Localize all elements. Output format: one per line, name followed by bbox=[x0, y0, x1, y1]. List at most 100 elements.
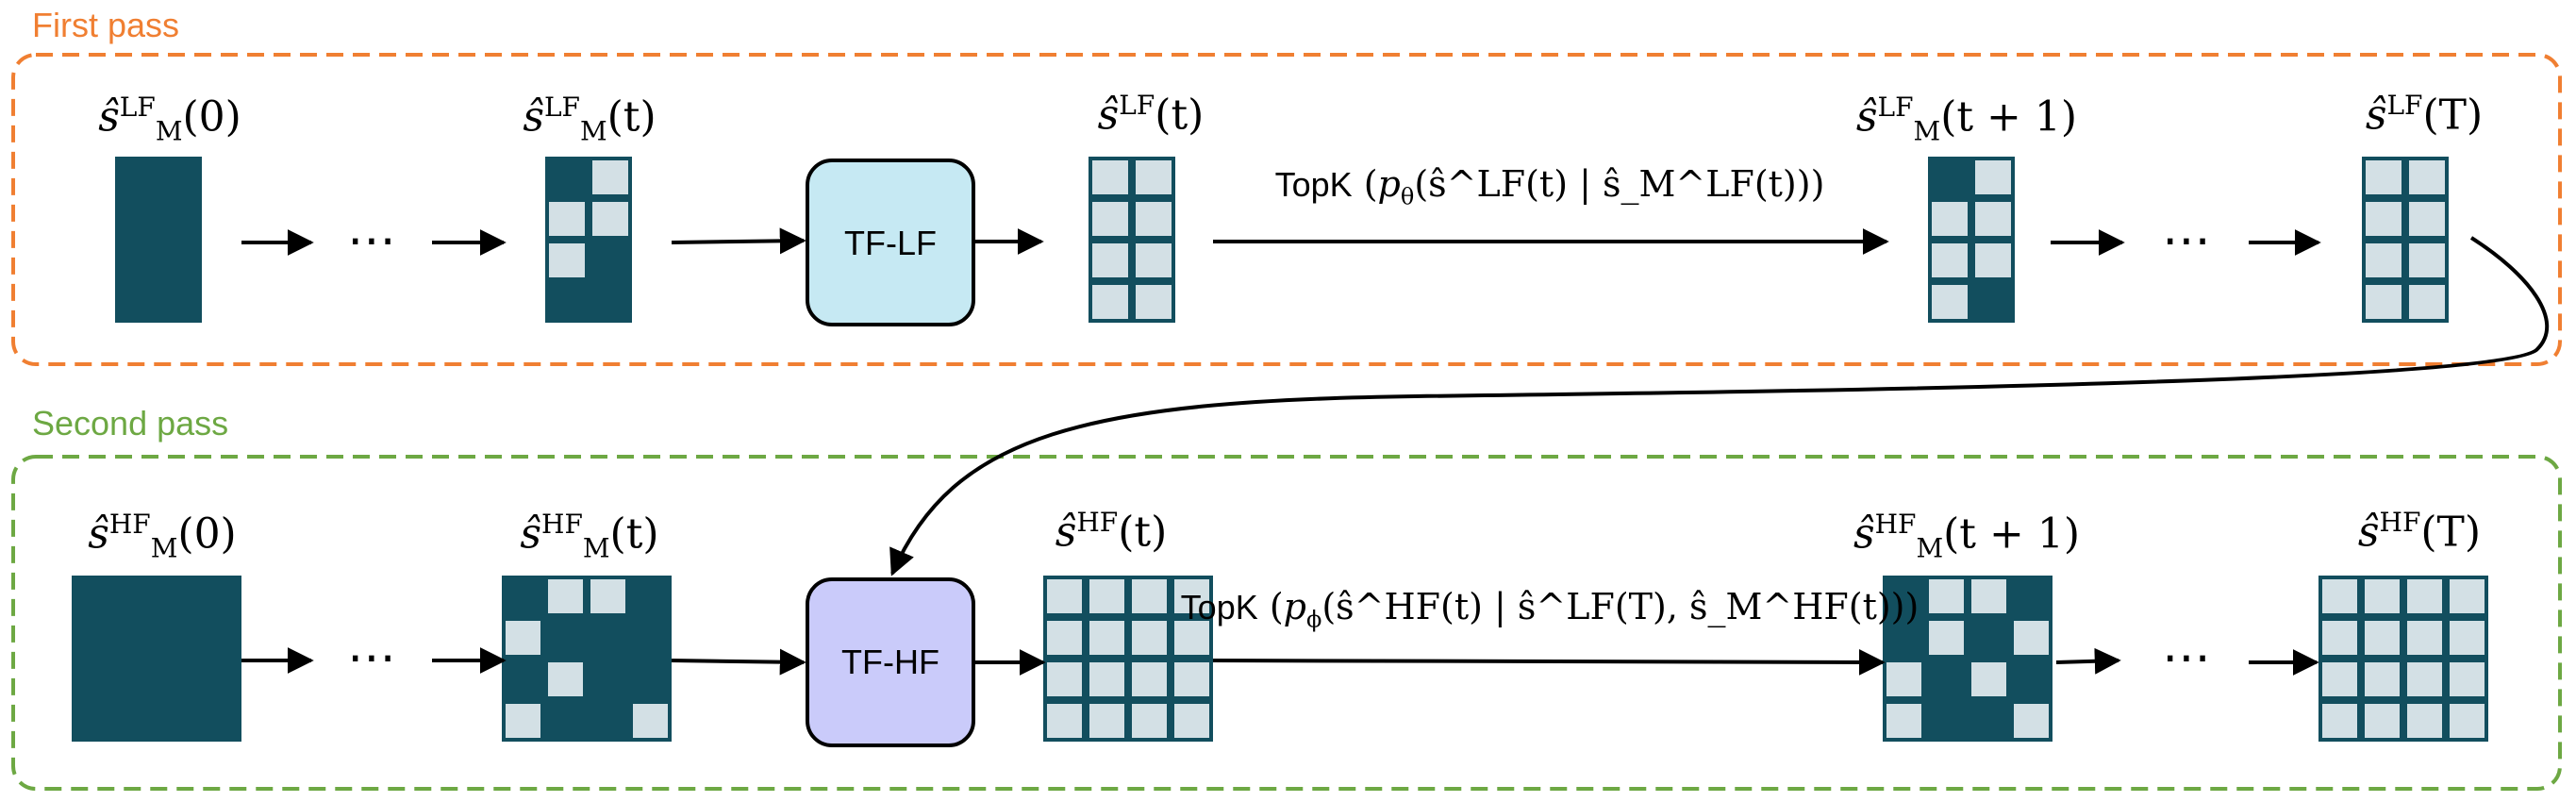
grid-cell-unmasked bbox=[592, 160, 628, 194]
grid-cell-unmasked bbox=[2366, 160, 2401, 194]
label-hf-mask-t1: ŝHFM(t + 1) bbox=[1853, 509, 2080, 564]
grid-cell-unmasked bbox=[2409, 160, 2445, 194]
grid-cell-unmasked bbox=[2322, 621, 2357, 655]
label-hf-pred-t: ŝHF(t) bbox=[1055, 507, 1168, 557]
grid-cell-unmasked bbox=[2365, 662, 2400, 696]
ellipsis-hf-1: ⋯ bbox=[347, 629, 396, 686]
grid-cell-unmasked bbox=[2366, 285, 2401, 319]
grid-cell-unmasked bbox=[1092, 285, 1128, 319]
grid-cell-unmasked bbox=[1975, 202, 2011, 236]
grid-cell-unmasked bbox=[1975, 160, 2011, 194]
lf-predicted-grid-t bbox=[1089, 157, 1175, 323]
grid-cell-unmasked bbox=[1971, 579, 2006, 613]
grid-cell-unmasked bbox=[1092, 160, 1128, 194]
lf-mask-grid-0 bbox=[115, 157, 202, 323]
topk-hf-formula: TopK (pϕ(ŝ^HF(t) | ŝ^LF(T), ŝ_M^HF(t))) bbox=[1180, 586, 1920, 633]
grid-cell-unmasked bbox=[1929, 579, 1964, 613]
grid-cell-unmasked bbox=[1932, 285, 1968, 319]
grid-cell-unmasked bbox=[633, 704, 668, 738]
grid-background bbox=[115, 157, 202, 323]
hf-mask-grid-0 bbox=[72, 576, 241, 742]
ellipsis-hf-2: ⋯ bbox=[2162, 629, 2211, 686]
first-pass-title: First pass bbox=[32, 6, 180, 44]
grid-cell-unmasked bbox=[1047, 579, 1082, 613]
grid-background bbox=[72, 576, 241, 742]
grid-cell-unmasked bbox=[1089, 579, 1124, 613]
grid-cell-unmasked bbox=[2322, 579, 2357, 613]
grid-cell-unmasked bbox=[1047, 621, 1082, 655]
grid-cell-unmasked bbox=[2450, 662, 2485, 696]
label-hf-mask-0: ŝHFM(0) bbox=[88, 509, 237, 564]
grid-cell-unmasked bbox=[1132, 621, 1167, 655]
grid-cell-unmasked bbox=[590, 579, 625, 613]
arrow-lf-to-hf bbox=[889, 236, 2550, 576]
label-hf-mask-t: ŝHFM(t) bbox=[520, 509, 659, 564]
label-lf-mask-t1: ŝLFM(t + 1) bbox=[1855, 92, 2078, 147]
grid-cell-unmasked bbox=[1092, 243, 1128, 277]
hf-mask-grid-t1 bbox=[1883, 576, 2052, 742]
grid-cell-unmasked bbox=[2407, 662, 2442, 696]
lf-mask-grid-t bbox=[545, 157, 632, 323]
grid-cell-unmasked bbox=[2450, 621, 2485, 655]
grid-cell-unmasked bbox=[2014, 704, 2049, 738]
hf-final-grid-T bbox=[2318, 576, 2488, 742]
grid-cell-unmasked bbox=[548, 579, 583, 613]
grid-cell-unmasked bbox=[1174, 662, 1209, 696]
grid-cell-unmasked bbox=[1089, 662, 1124, 696]
topk-lf-formula: TopK (pθ(ŝ^LF(t) | ŝ_M^LF(t))) bbox=[1274, 163, 1825, 210]
label-hf-final-T: ŝHF(T) bbox=[2357, 507, 2482, 557]
second-pass-title: Second pass bbox=[32, 404, 229, 443]
grid-cell-unmasked bbox=[1047, 704, 1082, 738]
grid-cell-unmasked bbox=[2322, 704, 2357, 738]
arrow-hf-5 bbox=[2055, 647, 2121, 675]
label-lf-final-T: ŝLF(T) bbox=[2365, 90, 2484, 140]
grid-cell-unmasked bbox=[1136, 285, 1172, 319]
grid-cell-unmasked bbox=[1132, 662, 1167, 696]
tf-hf-label: TF-HF bbox=[841, 643, 939, 681]
grid-cell-unmasked bbox=[548, 662, 583, 696]
grid-cell-unmasked bbox=[2407, 621, 2442, 655]
grid-cell-unmasked bbox=[2366, 243, 2401, 277]
grid-cell-unmasked bbox=[1174, 704, 1209, 738]
arrow-hf-2 bbox=[671, 648, 806, 676]
grid-cell-unmasked bbox=[1132, 579, 1167, 613]
label-lf-mask-0: ŝLFM(0) bbox=[98, 92, 241, 147]
arrow-lf-2 bbox=[671, 227, 806, 255]
grid-cell-unmasked bbox=[2450, 704, 2485, 738]
lf-final-grid-T bbox=[2362, 157, 2449, 323]
ellipsis-lf-1: ⋯ bbox=[347, 212, 396, 269]
grid-cell-unmasked bbox=[2014, 621, 2049, 655]
grid-cell-unmasked bbox=[2365, 579, 2400, 613]
grid-cell-unmasked bbox=[2322, 662, 2357, 696]
grid-cell-unmasked bbox=[1971, 662, 2006, 696]
grid-cell-unmasked bbox=[549, 243, 585, 277]
grid-cell-unmasked bbox=[592, 202, 628, 236]
grid-cell-unmasked bbox=[1886, 662, 1921, 696]
grid-cell-unmasked bbox=[1132, 704, 1167, 738]
grid-cell-unmasked bbox=[1174, 579, 1209, 613]
grid-cell-unmasked bbox=[2366, 202, 2401, 236]
ellipsis-lf-2: ⋯ bbox=[2162, 212, 2211, 269]
hf-predicted-grid-t bbox=[1043, 576, 1213, 742]
label-lf-pred-t: ŝLF(t) bbox=[1097, 90, 1205, 140]
grid-cell-unmasked bbox=[1136, 243, 1172, 277]
grid-cell-unmasked bbox=[2409, 202, 2445, 236]
lf-mask-grid-t1 bbox=[1928, 157, 2015, 323]
grid-cell-unmasked bbox=[1174, 621, 1209, 655]
hf-mask-grid-t bbox=[502, 576, 672, 742]
grid-cell-unmasked bbox=[1089, 704, 1124, 738]
tf-lf-label: TF-LF bbox=[844, 224, 937, 262]
grid-cell-unmasked bbox=[1886, 704, 1921, 738]
grid-cell-unmasked bbox=[2365, 621, 2400, 655]
grid-cell-unmasked bbox=[1136, 202, 1172, 236]
grid-cell-unmasked bbox=[1929, 621, 1964, 655]
arrow-hf-topk bbox=[1212, 648, 1886, 676]
grid-cell-unmasked bbox=[506, 704, 540, 738]
label-lf-mask-t: ŝLFM(t) bbox=[523, 92, 656, 147]
grid-cell-unmasked bbox=[2407, 704, 2442, 738]
grid-cell-unmasked bbox=[1975, 243, 2011, 277]
grid-cell-unmasked bbox=[1932, 243, 1968, 277]
grid-cell-unmasked bbox=[549, 202, 585, 236]
